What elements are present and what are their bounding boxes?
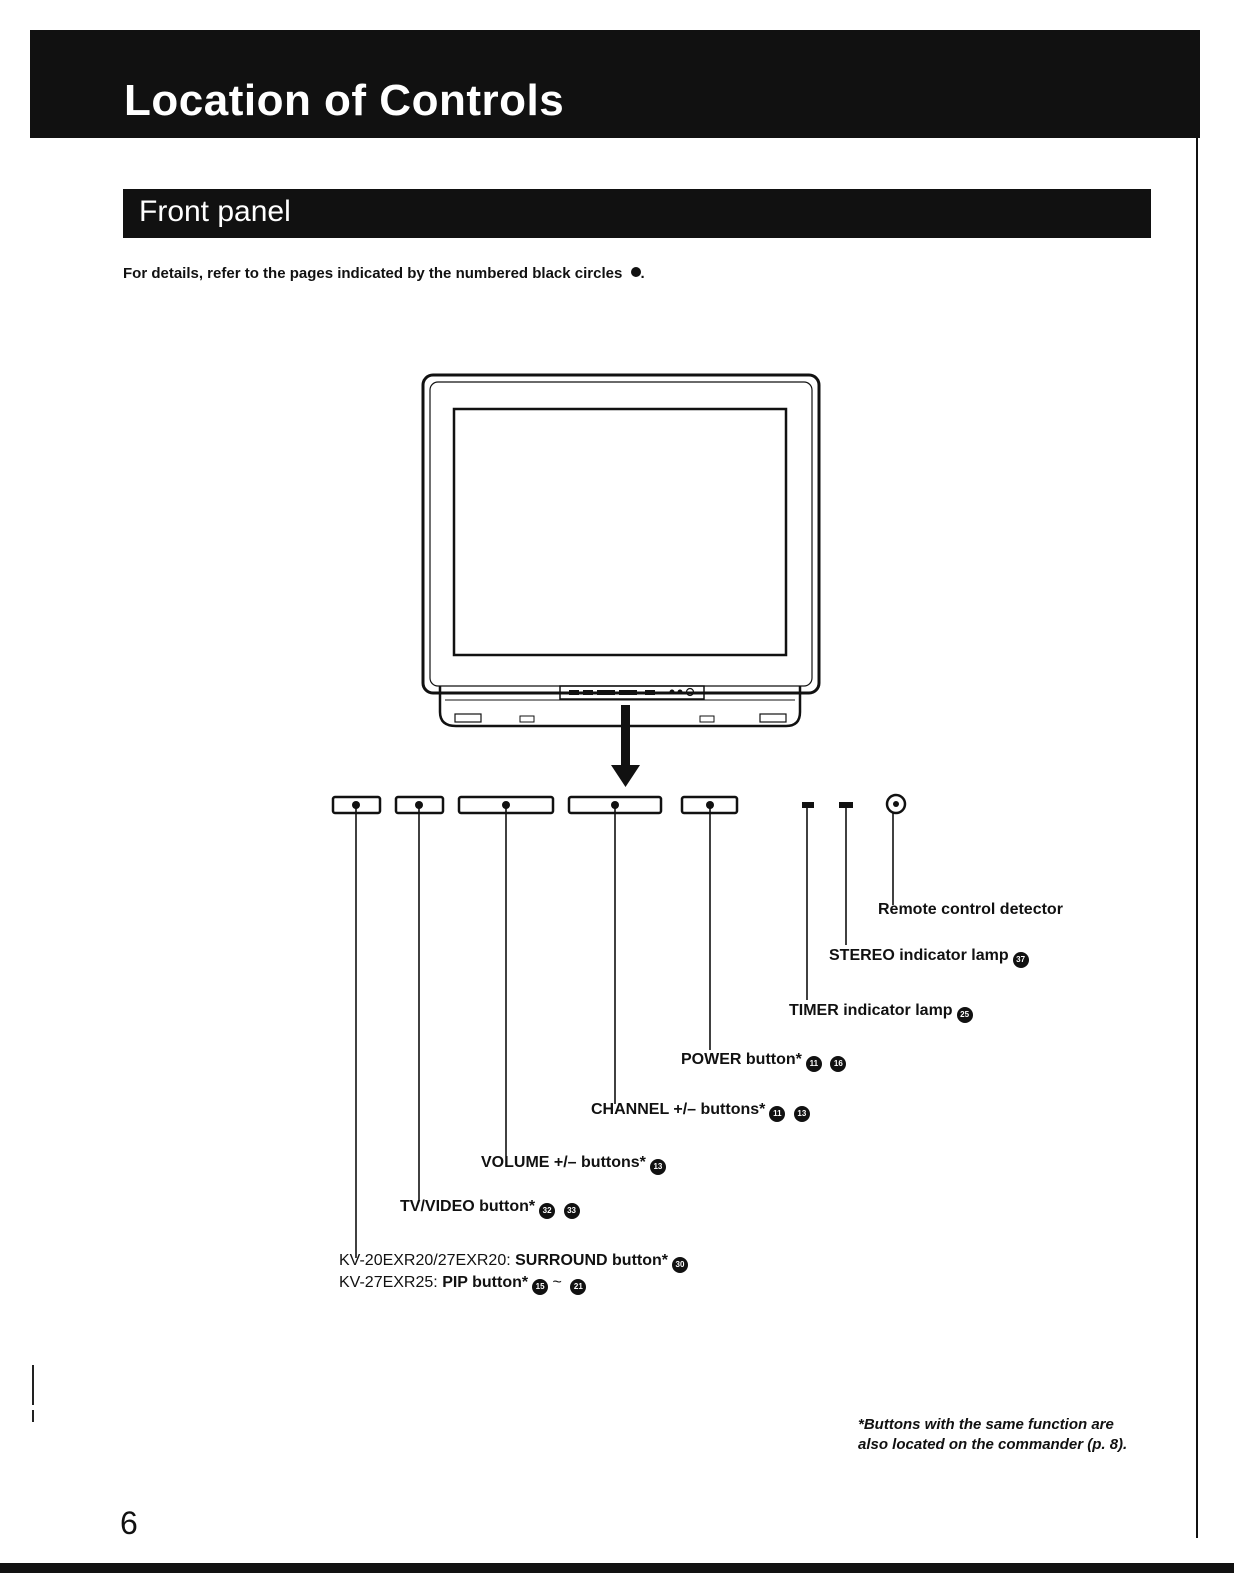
tv-video-button-label: TV/VIDEO button*32 33 [400, 1198, 580, 1219]
page-ref-badge: 15 [532, 1279, 549, 1295]
surround-model-prefix: KV-20EXR20/27EXR20: [339, 1252, 511, 1269]
volume-label-text: VOLUME +/– buttons* [481, 1154, 646, 1171]
page-ref-badge: 11 [769, 1106, 786, 1122]
leader-lines [355, 805, 894, 1258]
remote-detector-shape [885, 793, 907, 815]
page-title: Location of Controls [124, 76, 565, 125]
power-button-label: POWER button*11 16 [681, 1051, 847, 1072]
surround-label-text: SURROUND button* [515, 1252, 668, 1269]
power-label-text: POWER button* [681, 1051, 802, 1068]
footnote: *Buttons with the same function are also… [858, 1416, 1128, 1453]
page-ref-badge: 16 [830, 1056, 847, 1072]
channel-label-text: CHANNEL +/– buttons* [591, 1101, 766, 1118]
enlarged-buttons [331, 795, 739, 815]
stereo-label-text: STEREO indicator lamp [829, 947, 1009, 964]
page-ref-badge: 32 [539, 1203, 556, 1219]
title-bar: Location of Controls [30, 30, 1200, 138]
tv-cabinet [421, 373, 821, 695]
pip-model-prefix: KV-27EXR25: [339, 1274, 438, 1291]
page-ref-badge: 13 [793, 1106, 810, 1122]
bottom-rule [0, 1563, 1234, 1573]
margin-mark [32, 1365, 34, 1405]
page-ref-badge: 13 [649, 1159, 666, 1175]
volume-buttons-label: VOLUME +/– buttons*13 [481, 1154, 666, 1175]
stereo-lamp-shape [839, 802, 853, 808]
margin-mark [32, 1410, 34, 1422]
section-title: Front panel [139, 195, 291, 228]
timer-label-text: TIMER indicator lamp [789, 1002, 953, 1019]
right-margin-rule [1196, 30, 1198, 1538]
tvvideo-label-text: TV/VIDEO button* [400, 1198, 536, 1215]
page-ref-badge: 30 [672, 1257, 688, 1273]
surround-button-label: KV-20EXR20/27EXR20: SURROUND button*30 [339, 1252, 688, 1273]
page-ref-badge: 37 [1012, 952, 1029, 968]
tv-illustration [421, 373, 821, 728]
intro-sentence: For details, refer to the pages indicate… [123, 265, 623, 282]
tv-control-strip [559, 685, 705, 700]
page-ref-badge: 21 [570, 1279, 587, 1295]
black-circle-icon [630, 267, 641, 277]
timer-lamp-shape [802, 802, 814, 808]
tv-strip-buttons [569, 687, 695, 697]
tv-bezel [429, 381, 813, 687]
pip-label-text: PIP button* [442, 1274, 529, 1291]
page-ref-badge: 25 [956, 1007, 973, 1023]
page-ref-badge: 11 [805, 1056, 822, 1072]
channel-buttons-label: CHANNEL +/– buttons*11 13 [591, 1101, 810, 1122]
tv-screen [452, 407, 788, 657]
remote-label-text: Remote control detector [878, 901, 1063, 918]
zoom-arrow-icon [611, 705, 640, 787]
section-bar: Front panel [123, 189, 1151, 238]
page-number: 6 [120, 1505, 138, 1541]
pip-button-label: KV-27EXR25: PIP button*15 ~ 21 [339, 1274, 587, 1295]
remote-control-detector-label: Remote control detector [878, 901, 1063, 919]
intro-text: For details, refer to the pages indicate… [123, 265, 645, 282]
page-ref-badge: 33 [563, 1203, 580, 1219]
